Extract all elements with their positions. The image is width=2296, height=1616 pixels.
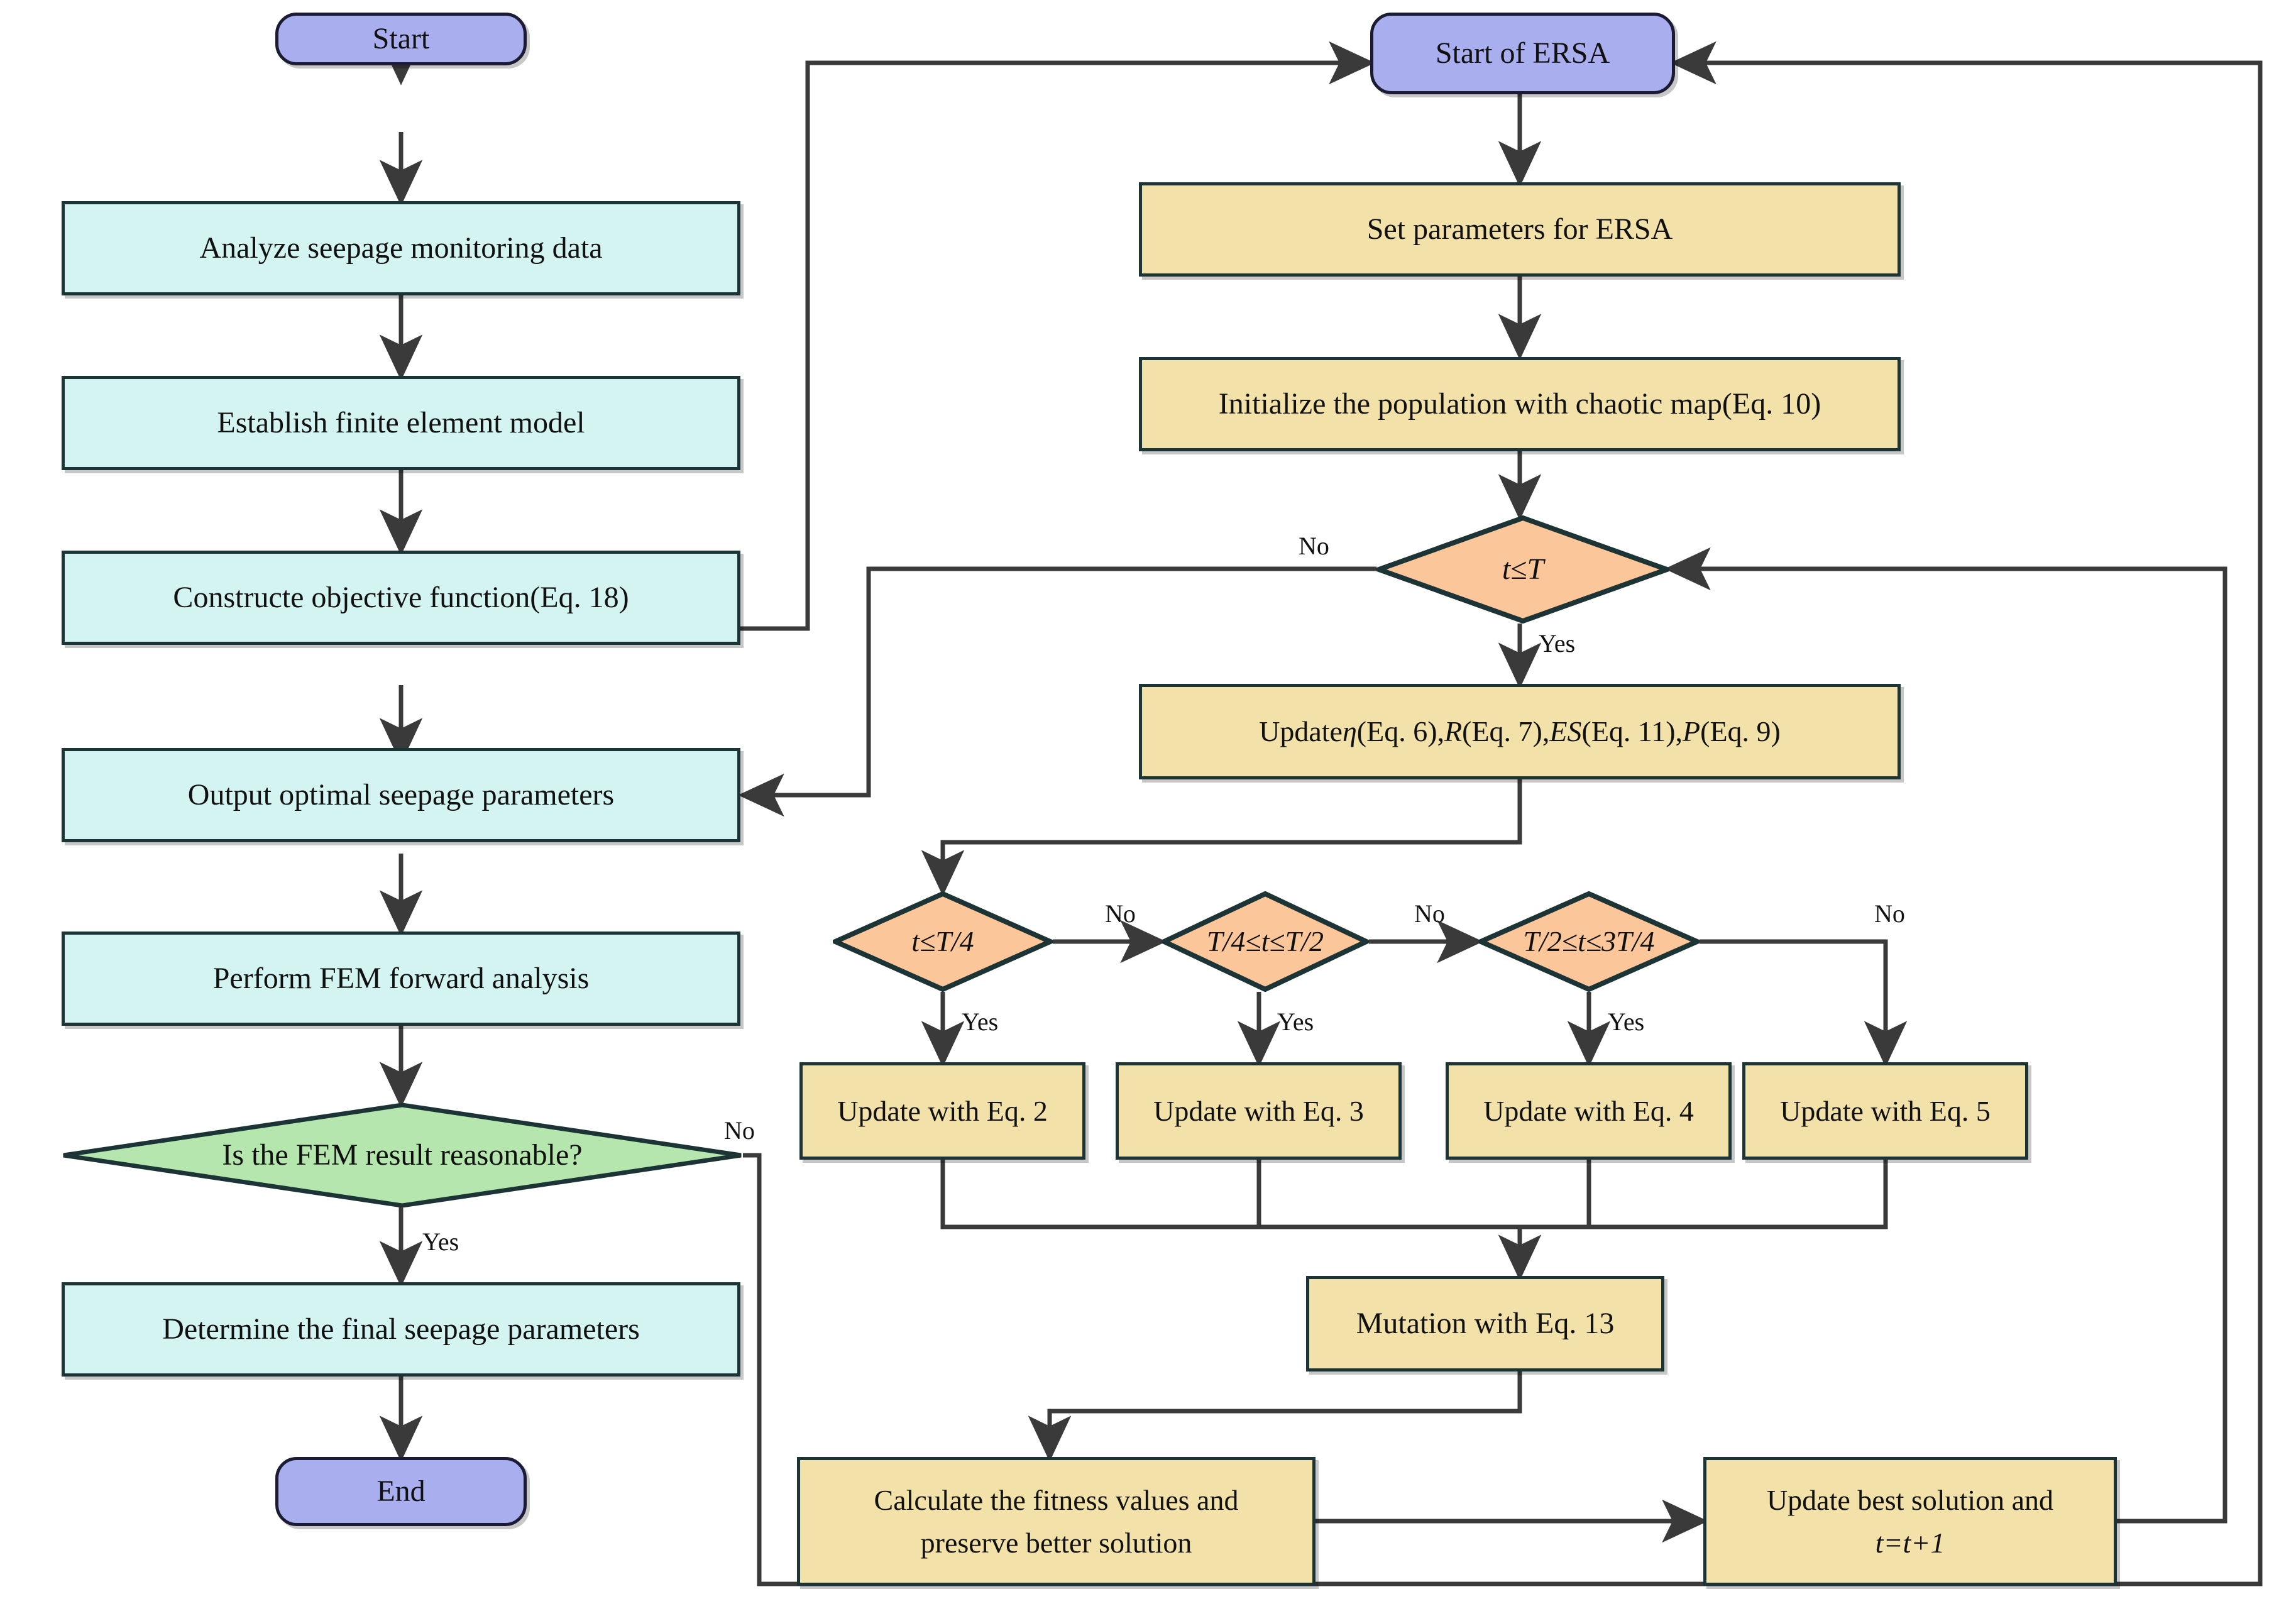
node-is-fem-result-reasonable[interactable]: Is the FEM result reasonable? xyxy=(62,1103,743,1207)
node-update-with-eq-5[interactable]: Update with Eq. 5 xyxy=(1742,1062,2028,1160)
update-best-line-2: t=t+1 xyxy=(1875,1526,1945,1559)
decision-label: t≤T xyxy=(1502,552,1544,586)
edge-label-yes-loop: Yes xyxy=(1539,629,1576,657)
node-output-optimal-seepage-parameters[interactable]: Output optimal seepage parameters xyxy=(62,748,740,842)
node-update-with-eq-3[interactable]: Update with Eq. 3 xyxy=(1116,1062,1402,1160)
node-calculate-fitness-preserve-solution[interactable]: Calculate the fitness values and preserv… xyxy=(797,1457,1316,1586)
edge-label-no-3: No xyxy=(1874,899,1905,928)
edge-label-yes-1: Yes xyxy=(962,1008,999,1036)
edge-label-yes-2: Yes xyxy=(1277,1008,1314,1036)
decision-label: t≤T/4 xyxy=(911,925,974,958)
node-perform-fem-forward-analysis[interactable]: Perform FEM forward analysis xyxy=(62,932,740,1026)
node-mutation-with-eq-13[interactable]: Mutation with Eq. 13 xyxy=(1306,1276,1664,1371)
node-start[interactable]: Start xyxy=(275,13,527,65)
node-start-of-ersa[interactable]: Start of ERSA xyxy=(1370,13,1675,94)
decision-label: T/4≤t≤T/2 xyxy=(1207,925,1324,958)
node-decision-t-le-T[interactable]: t≤T xyxy=(1376,515,1669,624)
node-decision-T2-le-t-le-3T4[interactable]: T/2≤t≤3T/4 xyxy=(1478,891,1700,992)
node-construct-objective-function[interactable]: Constructe objective function(Eq. 18) xyxy=(62,551,740,645)
node-update-with-eq-2[interactable]: Update with Eq. 2 xyxy=(799,1062,1085,1160)
edge-label-fem-yes: Yes xyxy=(422,1228,459,1256)
node-end[interactable]: End xyxy=(275,1457,527,1526)
node-decision-T4-le-t-le-T2[interactable]: T/4≤t≤T/2 xyxy=(1162,891,1369,992)
edge-label-fem-no: No xyxy=(724,1116,755,1145)
decision-label: T/2≤t≤3T/4 xyxy=(1523,925,1655,958)
update-params-text: Updateη(Eq. 6),R(Eq. 7),ES(Eq. 11),P(Eq.… xyxy=(1259,715,1781,748)
fitness-line-1: Calculate the fitness values and xyxy=(874,1484,1239,1516)
fitness-line-2: preserve better solution xyxy=(920,1526,1192,1559)
node-initialize-population-chaotic-map[interactable]: Initialize the population with chaotic m… xyxy=(1139,357,1901,451)
edge-label-yes-3: Yes xyxy=(1608,1008,1645,1036)
edge-label-no-loop: No xyxy=(1299,532,1329,560)
node-update-parameters[interactable]: Updateη(Eq. 6),R(Eq. 7),ES(Eq. 11),P(Eq.… xyxy=(1139,684,1901,779)
node-determine-final-seepage-parameters[interactable]: Determine the final seepage parameters xyxy=(62,1282,740,1377)
node-update-with-eq-4[interactable]: Update with Eq. 4 xyxy=(1446,1062,1732,1160)
edge-label-no-2: No xyxy=(1414,899,1445,928)
edge-label-no-1: No xyxy=(1105,899,1136,928)
node-set-parameters-for-ersa[interactable]: Set parameters for ERSA xyxy=(1139,182,1901,277)
update-best-line-1: Update best solution and xyxy=(1766,1484,2054,1516)
node-decision-t-le-T4[interactable]: t≤T/4 xyxy=(833,891,1053,992)
decision-label: Is the FEM result reasonable? xyxy=(222,1138,583,1172)
node-update-best-solution[interactable]: Update best solution and t=t+1 xyxy=(1703,1457,2117,1586)
node-establish-finite-element-model[interactable]: Establish finite element model xyxy=(62,376,740,470)
node-analyze-seepage-monitoring-data[interactable]: Analyze seepage monitoring data xyxy=(62,201,740,295)
